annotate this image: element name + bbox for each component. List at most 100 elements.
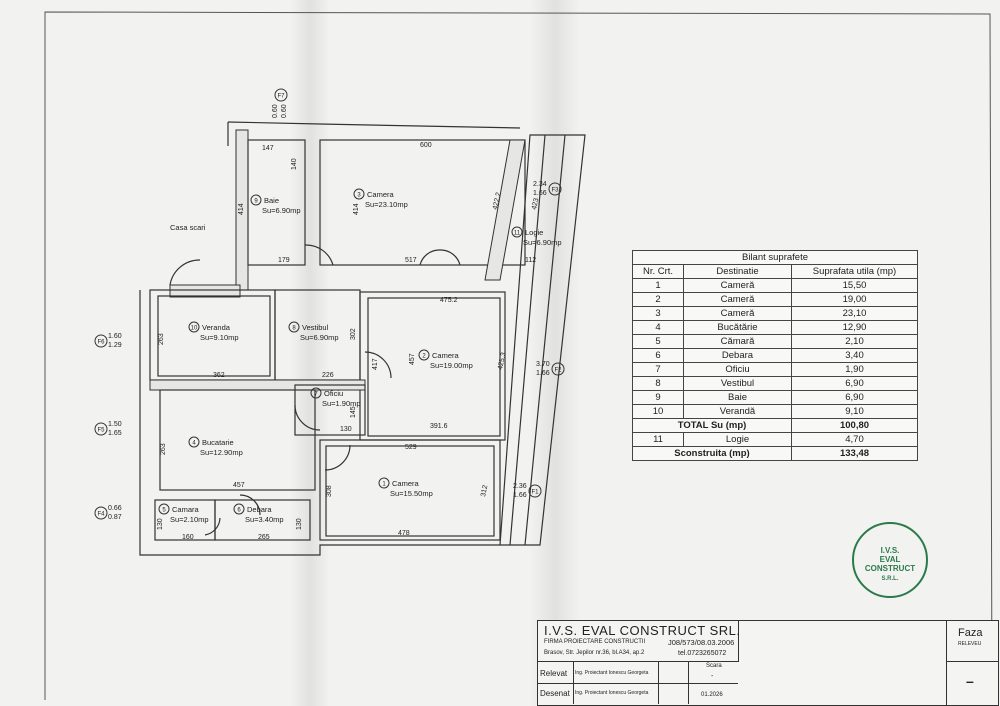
cell: 15,50: [791, 278, 918, 293]
room-area: Su=23.10mp: [365, 200, 408, 209]
window-circle: [551, 362, 565, 376]
cell: 2: [632, 292, 684, 307]
window-width: 0.66: [108, 505, 122, 512]
cell: 1,90: [791, 362, 918, 377]
room-area: Su=9.10mp: [200, 333, 239, 342]
room-name: Debara: [247, 505, 272, 514]
room-number-circle: [353, 188, 365, 200]
room-area: Su=3.40mp: [245, 515, 284, 524]
dimension-label: 112: [525, 257, 536, 264]
dimension-label: 422.2: [492, 192, 503, 211]
dimension-label: 457: [409, 353, 416, 365]
window-width: 0.60: [272, 104, 279, 118]
dimension-label: 414: [353, 203, 360, 215]
title-block: I.V.S. EVAL CONSTRUCT SRL. FIRMA PROIECT…: [537, 620, 999, 706]
room-number-circle: [378, 477, 390, 489]
cell: 4: [632, 320, 684, 335]
cell: 23,10: [791, 306, 918, 321]
dimension-label: 414: [238, 203, 245, 215]
cell: 19,00: [791, 292, 918, 307]
area-table: Bilant suprafete Nr. Crt. Destinatie Sup…: [632, 250, 918, 461]
window-circle: [94, 422, 108, 436]
cell: 2,10: [791, 334, 918, 349]
cell: 6,90: [791, 376, 918, 391]
dimension-label: 391.6: [430, 423, 448, 430]
sheet-number: –: [966, 673, 974, 689]
room-name: Camera: [392, 479, 420, 488]
cell: Oficiu: [683, 362, 792, 377]
room-number-circle: [418, 349, 430, 361]
paper-fold: [290, 0, 330, 706]
room-area: Su=1.90mp: [322, 399, 361, 408]
cell: 3: [632, 306, 684, 321]
desenat-name: Ing. Proiectant Ionescu Georgeta: [575, 690, 649, 696]
dimension-label: 130: [296, 518, 303, 530]
phase-label: Faza: [958, 627, 983, 639]
room-number-circle: [310, 387, 322, 399]
room-area: Su=12.90mp: [200, 448, 243, 457]
dimension-label: 263: [160, 443, 167, 455]
window-width: 2.34: [533, 181, 547, 188]
cell: 6,90: [791, 390, 918, 405]
sconstruita-label: Sconstruita (mp): [632, 446, 792, 461]
window-height: 0.60: [281, 104, 288, 118]
cell: Baie: [683, 390, 792, 405]
dimension-label: 263: [158, 333, 165, 345]
window-height: 0.87: [108, 514, 122, 521]
total-value: 100,80: [791, 418, 918, 433]
room-area: Su=6.90mp: [300, 333, 339, 342]
room-name: Veranda: [202, 323, 231, 332]
total-label: TOTAL Su (mp): [632, 418, 792, 433]
window-id: F4: [97, 512, 105, 518]
window-id: F7: [277, 94, 285, 100]
cell: Cămară: [683, 334, 792, 349]
room-number-circle: [288, 321, 300, 333]
window-circle: [274, 88, 288, 102]
room-area: Su=6.90mp: [523, 238, 562, 247]
dimension-label: 417: [372, 358, 379, 370]
room-name: Oficiu: [324, 389, 343, 398]
window-width: 2.36: [513, 483, 527, 490]
cell: 5: [632, 334, 684, 349]
room-number: 9: [254, 199, 258, 205]
dimension-label: 226: [322, 372, 334, 379]
cell: 9,10: [791, 404, 918, 419]
dimension-label: 475.2: [440, 297, 458, 304]
room-name: Camera: [367, 190, 395, 199]
cell: 10: [632, 404, 684, 419]
cell: 7: [632, 362, 684, 377]
dimension-label: 312: [480, 484, 489, 497]
room-name: Bucatarie: [202, 438, 234, 447]
header-area: Suprafata utila (mp): [791, 264, 918, 279]
header-dest: Destinatie: [683, 264, 792, 279]
cell: Verandă: [683, 404, 792, 419]
window-width: 1.50: [108, 421, 122, 428]
dimension-label: 308: [326, 485, 333, 497]
cell: 4,70: [791, 432, 918, 447]
company-name: I.V.S. EVAL CONSTRUCT SRL.: [544, 623, 741, 638]
room-number: 5: [162, 508, 166, 514]
room-name: Logie: [525, 228, 543, 237]
cell: Cameră: [683, 292, 792, 307]
window-circle: [94, 506, 108, 520]
room-name: Vestibul: [302, 323, 329, 332]
cell: 1: [632, 278, 684, 293]
cell: 12,90: [791, 320, 918, 335]
cell: Debara: [683, 348, 792, 363]
